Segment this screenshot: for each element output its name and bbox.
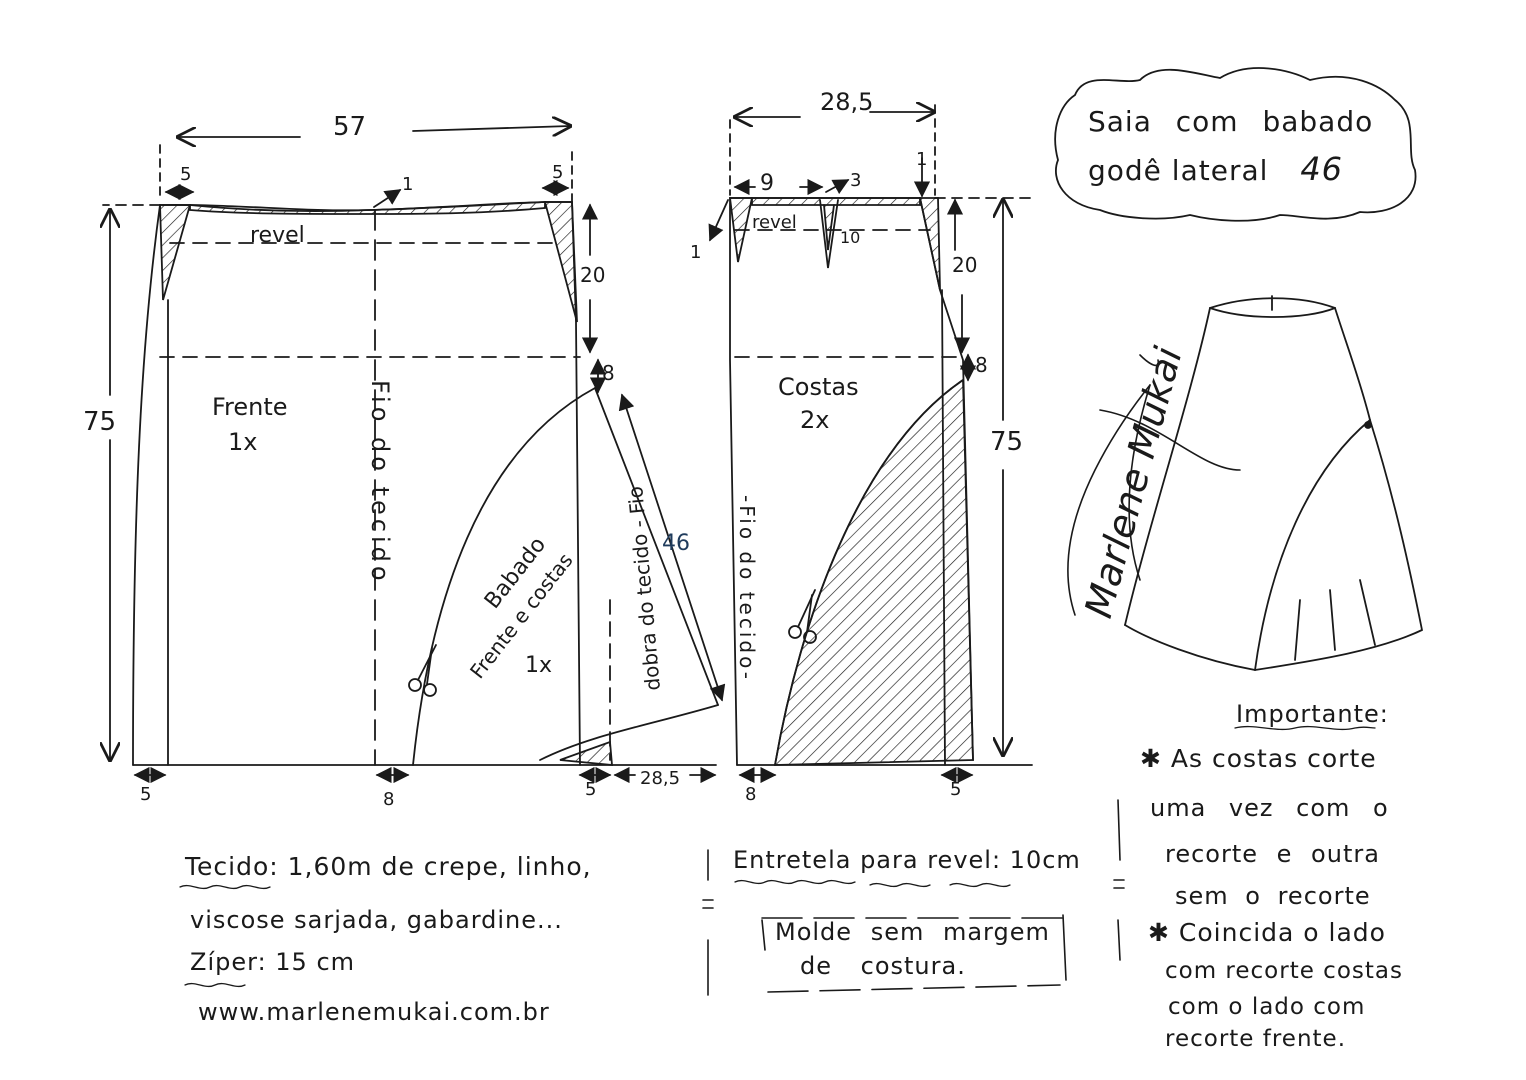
back-piece-name: Costas [778,373,859,401]
back-piece-count: 2x [800,406,829,434]
title-cloud [1054,67,1417,222]
back-dart-depth-label: 10 [840,228,860,247]
front-bottom-center-label: 8 [383,789,394,810]
zipper-note: Zíper: 15 cm [190,948,355,976]
asterisk-icon: ✱ [1140,744,1171,773]
back-grain-label: -Fio do tecido- [735,495,759,682]
front-hip-label: 20 [580,263,605,287]
back-bottom-left-label: 8 [745,784,756,805]
zipper-label: Zíper [190,948,258,976]
back-side-mark: 1 [916,149,927,170]
front-drop-label: 8 [602,361,615,385]
website-note: www.marlenemukai.com.br [198,998,550,1026]
important-item-1-line-4: sem o recorte [1175,882,1371,910]
signature-flourish [1067,354,1241,616]
note-separators [179,725,1376,996]
important-item-1-line-3: recorte e outra [1165,840,1380,868]
ruffle-count: 1x [525,653,552,678]
title-size: 46 [1300,150,1344,188]
back-dart-width-label: 3 [850,170,861,191]
fabric-label: Tecido [185,852,270,881]
back-height-label: 75 [990,427,1023,457]
front-dart-left-label: 5 [180,164,191,185]
skirt-illustration [1124,295,1424,671]
scissors-icon [408,644,437,697]
ruffle-grain-label: dobra do tecido - Fio [623,485,665,691]
back-width-label: 28,5 [820,88,873,116]
important-item1-text1: As costas corte [1170,744,1377,773]
front-width-label: 57 [333,112,366,142]
back-hip-label: 20 [952,253,977,277]
signature: Marlene Mukai [1076,342,1191,622]
important-heading: Importante: [1236,700,1389,728]
important-item-2-line-4: recorte frente. [1165,1026,1347,1052]
no-margin-line-1: Molde sem margem [775,918,1050,946]
no-margin-line-2: de costura. [800,952,966,980]
back-pattern-piece [708,105,1033,784]
title-subtitle: godê lateral [1088,154,1269,187]
front-pattern-piece [103,126,726,784]
title-line-1: Saia com babado [1088,105,1374,138]
front-bottom-right-label: 5 [585,779,596,800]
front-piece-name: Frente [212,393,288,421]
fabric-note-line2: viscose sarjada, gabardine... [190,906,563,934]
front-grain-label: Fio do tecido [366,380,394,585]
zipper-text: : 15 cm [257,948,356,976]
front-center-mark: 1 [402,174,413,195]
important-item-1-line-1: ✱ As costas corte [1140,744,1377,773]
front-revel-label: revel [250,223,305,248]
important-item-2-line-3: com o lado com [1168,994,1366,1020]
important-item2-text1: Coincida o lado [1178,918,1386,947]
back-bottom-right-label: 5 [950,779,961,800]
back-revel-label: revel [752,212,797,233]
interfacing-text: : 10cm [991,846,1081,874]
interfacing-label: Entretela para revel [733,846,992,874]
front-height-label: 75 [83,407,116,437]
fabric-text: : 1,60m de crepe, linho, [269,852,592,881]
ruffle-length-label: 46 [662,531,690,556]
scissors-icon [788,589,817,644]
interfacing-note: Entretela para revel: 10cm [733,846,1081,874]
back-left-mark: 1 [690,242,701,263]
fabric-note: Tecido: 1,60m de crepe, linho, [185,852,592,881]
important-item-1-line-2: uma vez com o [1150,794,1389,822]
important-item-2-line-2: com recorte costas [1165,958,1403,984]
front-piece-count: 1x [228,428,257,456]
title-line-2: godê lateral 46 [1088,150,1343,188]
back-drop-label: 8 [975,353,988,377]
front-dart-right-label: 5 [552,162,563,183]
front-bottom-left-label: 5 [140,784,151,805]
back-top-left-label: 9 [760,171,774,196]
ruffle-bottom-width-label: 28,5 [640,768,680,789]
important-item-2-line-1: ✱ Coincida o lado [1148,918,1386,947]
asterisk-icon: ✱ [1148,918,1179,947]
